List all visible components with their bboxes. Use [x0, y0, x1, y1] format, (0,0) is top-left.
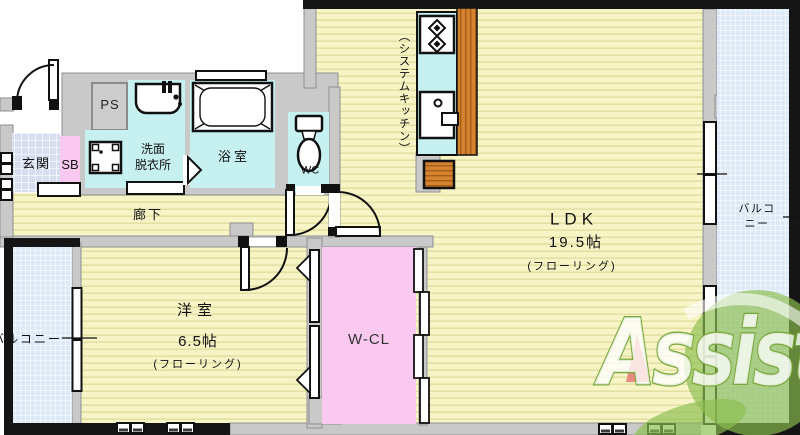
ldk-label: LDK — [549, 209, 599, 229]
washroom-label: 洗面 脱衣所 — [134, 141, 172, 172]
entrance-door — [12, 59, 59, 110]
washroom-doorway — [126, 181, 185, 195]
closet-hinged-doors — [295, 249, 320, 399]
bedroom-floor — [78, 245, 308, 425]
ldk-size: 19.5帖 — [548, 233, 604, 251]
toilet-label: WC — [300, 164, 320, 177]
bath-door — [183, 154, 203, 186]
walk-in-closet-label: W-CL — [347, 330, 391, 348]
bedroom-window — [71, 287, 83, 340]
kitchen-label: （システムキッチン） — [397, 29, 410, 155]
hallway-label: 廊下 — [132, 207, 164, 223]
bathroom-window — [195, 70, 267, 81]
closet-area — [322, 247, 416, 424]
doors — [12, 59, 430, 424]
bedroom-door — [238, 236, 288, 291]
bedroom-flooring: (フローリング) — [153, 358, 243, 371]
bedroom-size: 6.5帖 — [178, 332, 218, 350]
bathtub-icon — [191, 81, 274, 133]
wc-door — [285, 184, 332, 236]
ldk-flooring: (フローリング) — [527, 260, 617, 273]
refrigerator-space — [422, 159, 456, 190]
sink-icon — [134, 81, 182, 115]
shoe-box-area — [60, 136, 80, 192]
ldk-door — [328, 184, 381, 237]
bedroom-label: 洋室 — [176, 301, 218, 319]
kitchen-sink-icon — [418, 90, 459, 140]
entry-threshold — [14, 110, 58, 133]
shoe-box-label: SB — [61, 157, 79, 173]
assist-logo: Assist — [593, 290, 800, 435]
logo-circle — [684, 290, 800, 435]
pipe-space-label: PS — [100, 97, 120, 113]
logo-leaf — [633, 398, 747, 435]
balcony-left-area — [13, 247, 72, 423]
logo-text: Assist — [594, 299, 800, 406]
balcony-right-label: バルコニー — [738, 203, 776, 230]
logo-red-triangle — [626, 334, 650, 382]
closet-sliding-doors — [413, 248, 430, 424]
washing-machine-icon — [88, 140, 123, 175]
meter-boxes — [0, 152, 13, 201]
dimension-ticks — [62, 173, 800, 339]
hallway-floor — [8, 193, 340, 238]
toilet-icon — [294, 114, 324, 173]
stove-icon — [418, 14, 456, 55]
balcony-left-label: バルコニー — [0, 331, 62, 346]
ldk-window-upper — [703, 121, 717, 175]
bathroom-label: 浴室 — [217, 149, 251, 165]
logo-swoosh — [683, 292, 800, 327]
fixtures — [88, 7, 478, 190]
entrance-label: 玄関 — [21, 156, 51, 172]
entry-step — [37, 182, 81, 197]
kitchen-wood-panel — [456, 7, 478, 156]
